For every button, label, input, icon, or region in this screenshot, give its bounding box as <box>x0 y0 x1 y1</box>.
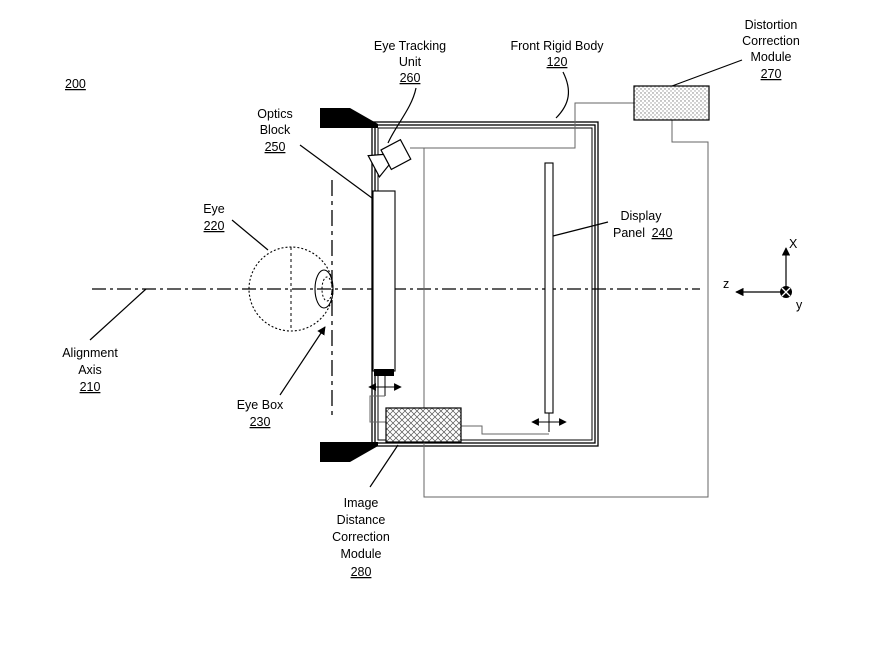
leader-lines <box>89 59 743 488</box>
svg-text:Optics: Optics <box>257 107 292 121</box>
svg-text:Display: Display <box>621 209 663 223</box>
label-eye-box: Eye Box 230 <box>237 398 284 429</box>
svg-text:Unit: Unit <box>399 55 422 69</box>
label-alignment-axis: Alignment Axis 210 <box>62 346 118 394</box>
coordinate-axes: X z y <box>723 237 803 312</box>
svg-text:240: 240 <box>652 226 673 240</box>
label-image-distance-module: Image Distance Correction Module 280 <box>332 496 390 579</box>
eye-tracking-camera <box>367 138 412 178</box>
svg-text:250: 250 <box>265 140 286 154</box>
svg-text:Front Rigid Body: Front Rigid Body <box>510 39 604 53</box>
label-front-rigid-body: Front Rigid Body 120 <box>510 39 604 69</box>
label-distortion-module: Distortion Correction Module 270 <box>742 18 800 81</box>
svg-text:270: 270 <box>761 67 782 81</box>
svg-text:Module: Module <box>341 547 382 561</box>
svg-text:Block: Block <box>260 123 291 137</box>
svg-text:Correction: Correction <box>332 530 390 544</box>
eye-box-arrow <box>279 326 326 396</box>
image-distance-correction-module <box>385 407 462 443</box>
svg-text:Eye Box: Eye Box <box>237 398 284 412</box>
distortion-correction-module <box>633 85 710 121</box>
label-display-panel: Display Panel 240 <box>613 209 672 240</box>
svg-text:Module: Module <box>751 50 792 64</box>
label-optics-block: Optics Block 250 <box>257 107 292 154</box>
svg-text:280: 280 <box>351 565 372 579</box>
svg-text:230: 230 <box>250 415 271 429</box>
svg-text:Eye: Eye <box>203 202 225 216</box>
axis-y-label: y <box>796 298 803 312</box>
optics-block <box>368 190 402 396</box>
axis-z-label: z <box>723 277 729 291</box>
display-panel <box>531 162 567 432</box>
svg-text:Eye Tracking: Eye Tracking <box>374 39 446 53</box>
svg-text:260: 260 <box>400 71 421 85</box>
label-eye-tracking: Eye Tracking Unit 260 <box>374 39 446 85</box>
svg-text:Correction: Correction <box>742 34 800 48</box>
svg-text:Alignment: Alignment <box>62 346 118 360</box>
svg-text:Distance: Distance <box>337 513 386 527</box>
figure-number: 200 <box>65 77 86 91</box>
svg-text:Panel: Panel <box>613 226 645 240</box>
svg-text:Axis: Axis <box>78 363 102 377</box>
axis-x-label: X <box>789 237 798 251</box>
svg-text:220: 220 <box>204 219 225 233</box>
svg-text:210: 210 <box>80 380 101 394</box>
eye <box>248 246 334 332</box>
svg-text:Distortion: Distortion <box>745 18 798 32</box>
svg-text:120: 120 <box>547 55 568 69</box>
label-eye: Eye 220 <box>203 202 225 233</box>
svg-text:Image: Image <box>344 496 379 510</box>
